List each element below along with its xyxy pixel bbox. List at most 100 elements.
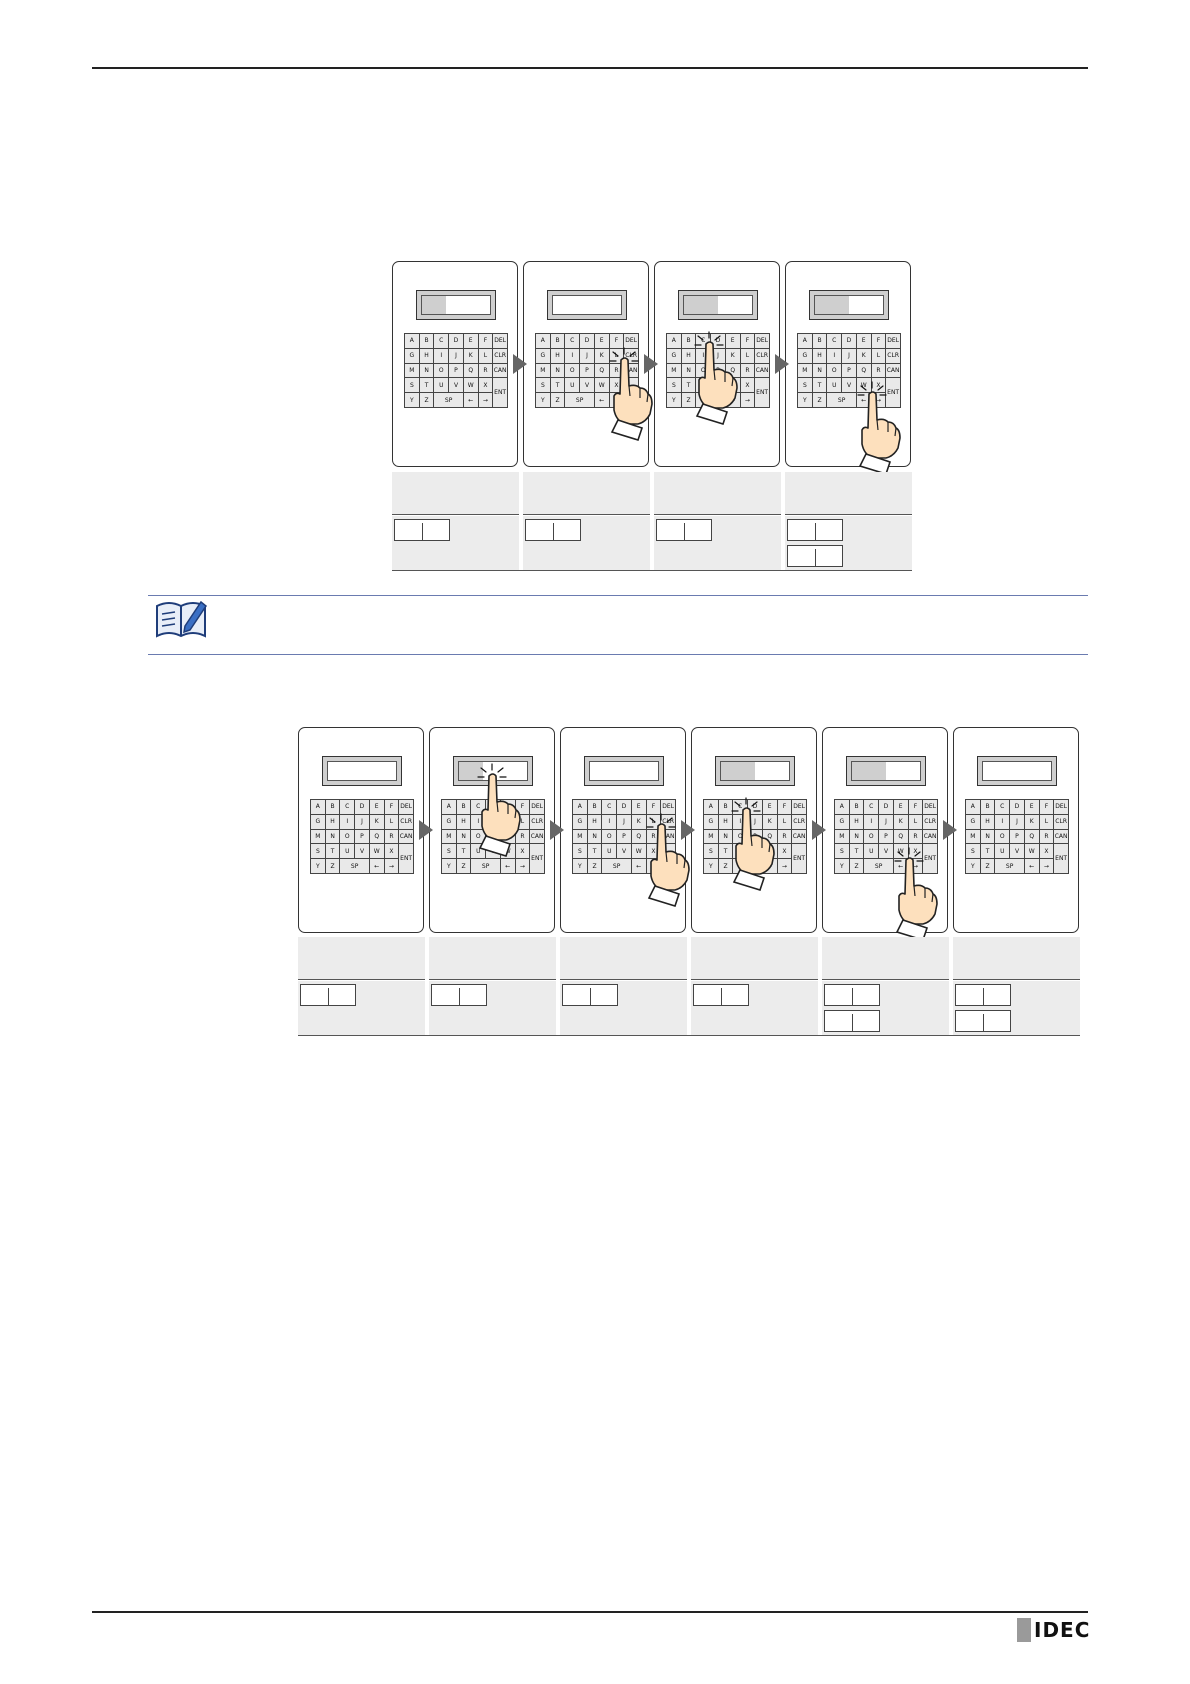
key-l[interactable]: L: [384, 814, 399, 829]
key-s[interactable]: S: [405, 378, 419, 393]
key-g[interactable]: G: [311, 814, 325, 829]
key-q[interactable]: Q: [463, 363, 478, 378]
key-clr[interactable]: CLR: [530, 814, 544, 829]
key-h[interactable]: H: [419, 348, 434, 363]
key-h[interactable]: H: [718, 814, 733, 829]
key-k[interactable]: K: [725, 348, 740, 363]
key-i[interactable]: I: [864, 814, 879, 829]
key-b[interactable]: B: [456, 800, 471, 814]
key-u[interactable]: U: [565, 378, 580, 393]
key-p[interactable]: P: [449, 363, 463, 378]
key-g[interactable]: G: [573, 814, 587, 829]
key-n[interactable]: N: [550, 363, 565, 378]
key-can[interactable]: CAN: [530, 829, 544, 844]
key-k[interactable]: K: [369, 814, 384, 829]
key-s[interactable]: S: [573, 844, 587, 859]
key-h[interactable]: H: [812, 348, 827, 363]
key-c[interactable]: C: [827, 334, 842, 348]
key-m[interactable]: M: [966, 829, 980, 844]
key-t[interactable]: T: [325, 844, 340, 859]
key-q[interactable]: Q: [631, 829, 646, 844]
key-t[interactable]: T: [456, 844, 471, 859]
key-k[interactable]: K: [893, 814, 908, 829]
key-c[interactable]: C: [434, 334, 449, 348]
key-can[interactable]: CAN: [493, 363, 507, 378]
key-can[interactable]: CAN: [923, 829, 937, 844]
key-u[interactable]: U: [434, 378, 449, 393]
key-y[interactable]: Y: [311, 859, 325, 873]
key-b[interactable]: B: [587, 800, 602, 814]
key-del[interactable]: DEL: [886, 334, 900, 348]
key-b[interactable]: B: [849, 800, 864, 814]
key-t[interactable]: T: [587, 844, 602, 859]
key-g[interactable]: G: [667, 348, 681, 363]
key-→[interactable]: →: [478, 393, 493, 407]
key-s[interactable]: S: [966, 844, 980, 859]
key-m[interactable]: M: [573, 829, 587, 844]
key-g[interactable]: G: [835, 814, 849, 829]
key-h[interactable]: H: [681, 348, 696, 363]
key-w[interactable]: W: [856, 378, 871, 393]
display-field[interactable]: [584, 756, 664, 786]
key-m[interactable]: M: [405, 363, 419, 378]
key-can[interactable]: CAN: [792, 829, 806, 844]
key-b[interactable]: B: [419, 334, 434, 348]
key-q[interactable]: Q: [1024, 829, 1039, 844]
key-clr[interactable]: CLR: [1054, 814, 1068, 829]
key-g[interactable]: G: [442, 814, 456, 829]
key-f[interactable]: F: [384, 800, 399, 814]
key-d[interactable]: D: [879, 800, 893, 814]
key-k[interactable]: K: [762, 814, 777, 829]
key-s[interactable]: S: [536, 378, 550, 393]
key-t[interactable]: T: [812, 378, 827, 393]
key-r[interactable]: R: [908, 829, 923, 844]
key-u[interactable]: U: [995, 844, 1010, 859]
key-clr[interactable]: CLR: [886, 348, 900, 363]
key-l[interactable]: L: [478, 348, 493, 363]
key-b[interactable]: B: [681, 334, 696, 348]
key-f[interactable]: F: [777, 800, 792, 814]
key-e[interactable]: E: [631, 800, 646, 814]
key-sp[interactable]: SP: [602, 859, 631, 873]
key-m[interactable]: M: [442, 829, 456, 844]
display-field[interactable]: [809, 290, 889, 320]
key-k[interactable]: K: [856, 348, 871, 363]
key-o[interactable]: O: [434, 363, 449, 378]
key-o[interactable]: O: [602, 829, 617, 844]
key-x[interactable]: X: [871, 378, 886, 393]
key-x[interactable]: X: [478, 378, 493, 393]
key-x[interactable]: X: [384, 844, 399, 859]
key-j[interactable]: J: [1010, 814, 1024, 829]
key-sp[interactable]: SP: [827, 393, 856, 407]
key-t[interactable]: T: [718, 844, 733, 859]
key-p[interactable]: P: [879, 829, 893, 844]
key-del[interactable]: DEL: [530, 800, 544, 814]
key-q[interactable]: Q: [856, 363, 871, 378]
key-d[interactable]: D: [617, 800, 631, 814]
key-n[interactable]: N: [718, 829, 733, 844]
key-→[interactable]: →: [777, 859, 792, 873]
key-o[interactable]: O: [995, 829, 1010, 844]
key-q[interactable]: Q: [594, 363, 609, 378]
key-j[interactable]: J: [355, 814, 369, 829]
key-m[interactable]: M: [536, 363, 550, 378]
key-y[interactable]: Y: [536, 393, 550, 407]
key-m[interactable]: M: [835, 829, 849, 844]
key-x[interactable]: X: [515, 844, 530, 859]
key-a[interactable]: A: [835, 800, 849, 814]
key-f[interactable]: F: [646, 800, 661, 814]
key-←[interactable]: ←: [500, 859, 515, 873]
key-n[interactable]: N: [456, 829, 471, 844]
key-h[interactable]: H: [325, 814, 340, 829]
key-x[interactable]: X: [908, 844, 923, 859]
key-k[interactable]: K: [463, 348, 478, 363]
key-f[interactable]: F: [908, 800, 923, 814]
key-i[interactable]: I: [995, 814, 1010, 829]
key-r[interactable]: R: [777, 829, 792, 844]
key-h[interactable]: H: [980, 814, 995, 829]
key-y[interactable]: Y: [405, 393, 419, 407]
key-a[interactable]: A: [442, 800, 456, 814]
key-c[interactable]: C: [340, 800, 355, 814]
key-b[interactable]: B: [325, 800, 340, 814]
key-p[interactable]: P: [842, 363, 856, 378]
